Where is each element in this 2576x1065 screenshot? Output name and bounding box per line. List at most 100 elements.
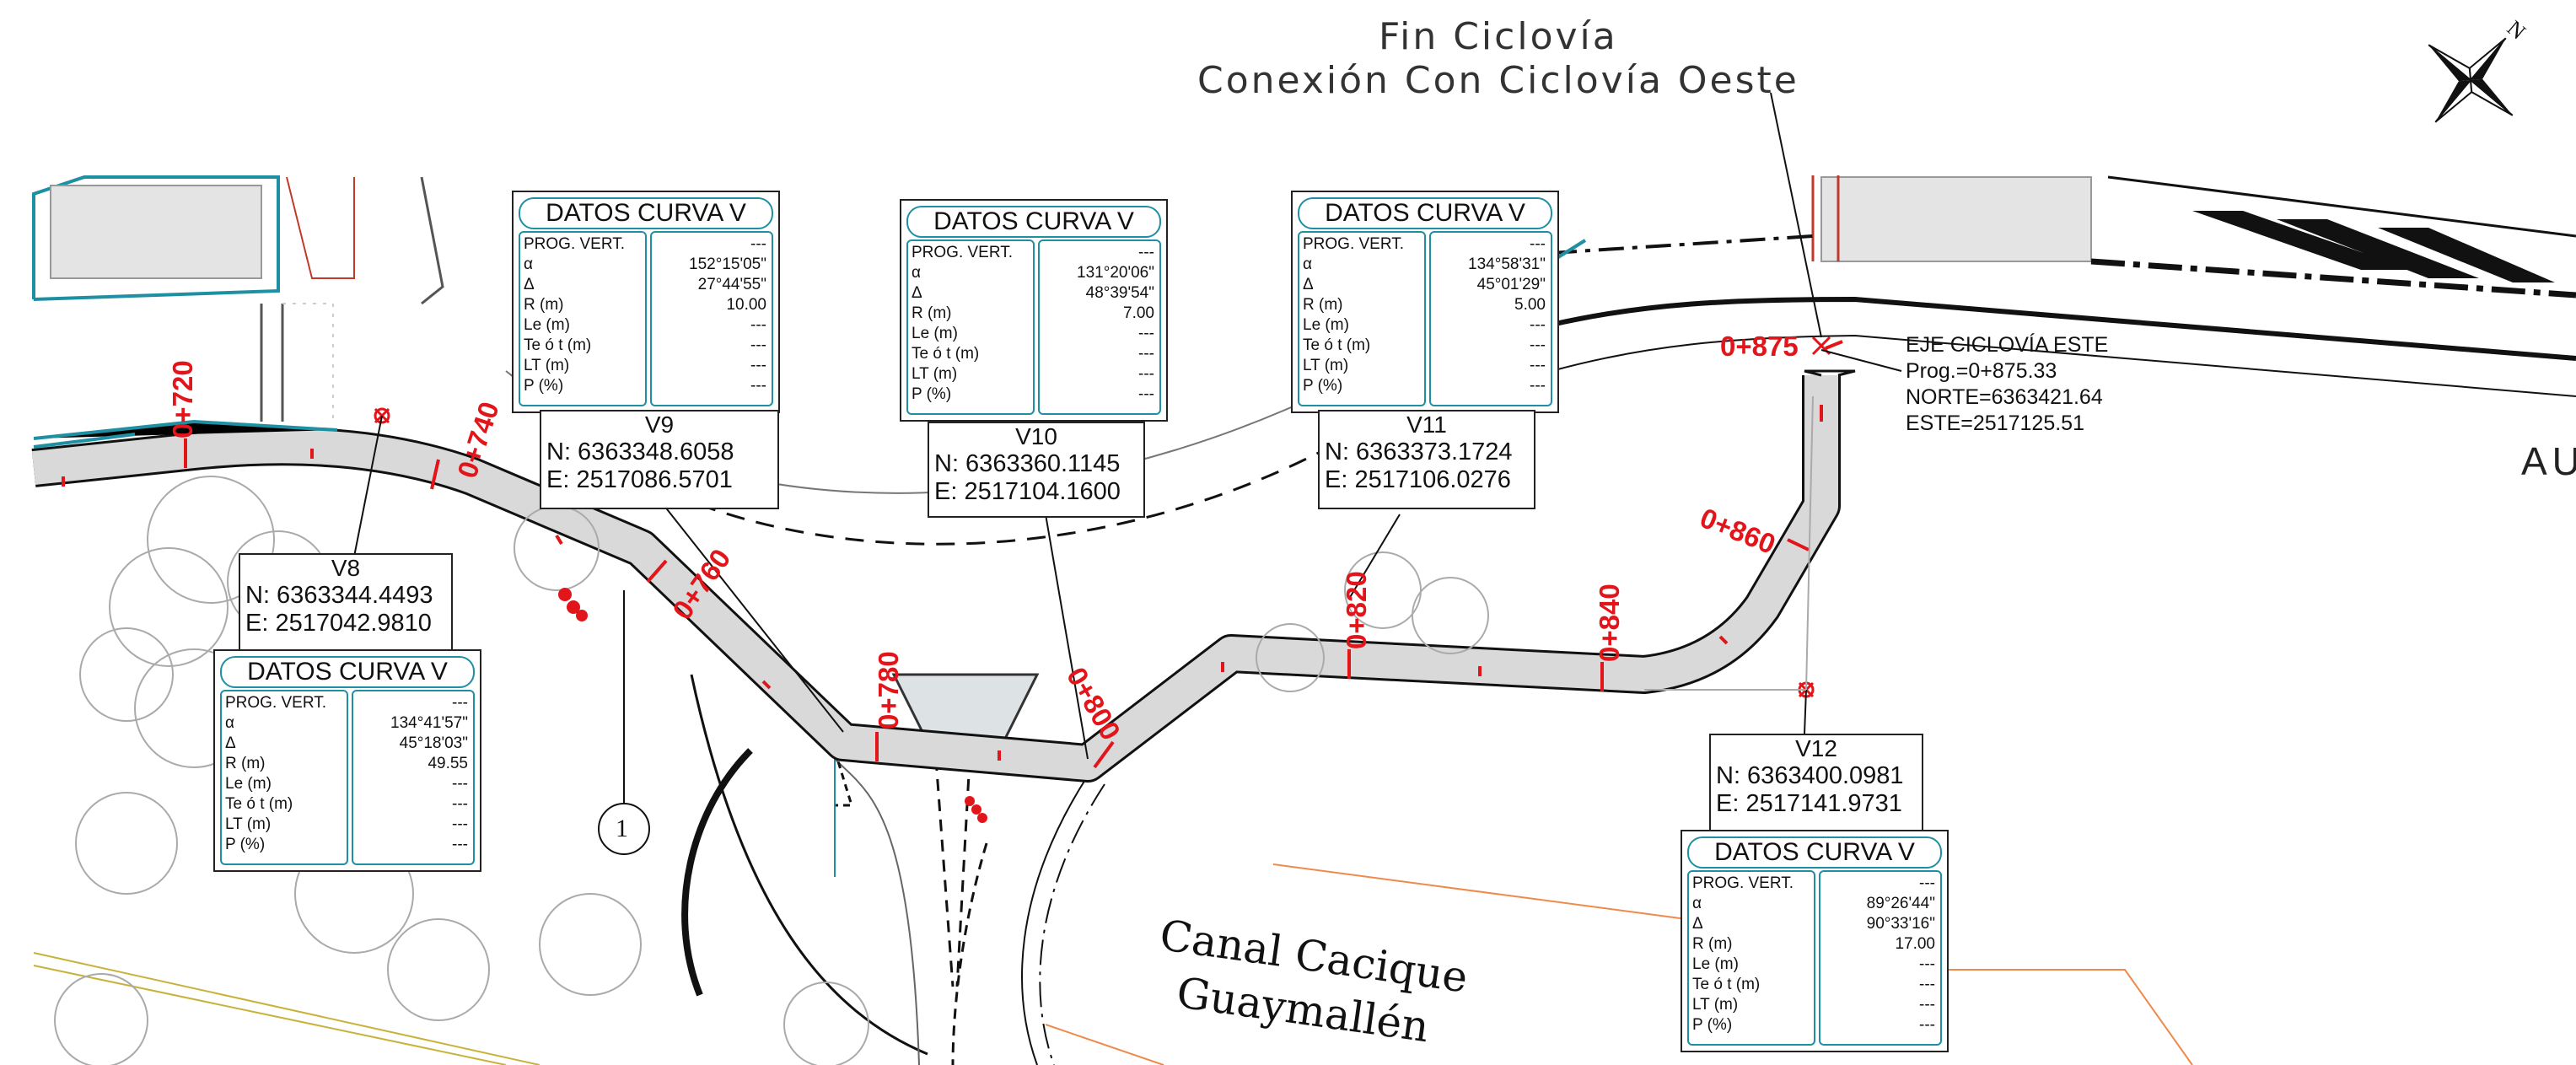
value-p: --- <box>1138 385 1154 403</box>
vertex-east: E: 2517106.0276 <box>1325 466 1511 493</box>
value-alpha: 89°26'44" <box>1866 895 1935 912</box>
value-r: 5.00 <box>1514 296 1546 314</box>
axis-este: ESTE=2517125.51 <box>1906 411 2084 435</box>
value-p: --- <box>452 836 468 853</box>
vertex-box-v8: V8 N: 6363344.4493 E: 2517042.9810 <box>239 553 453 651</box>
curve-table-values: --- 134°41'57" 45°18'03" 49.55 --- --- -… <box>352 690 475 865</box>
curve-table-v9: DATOS CURVA V PROG. VERT. α Δ R (m) Le (… <box>512 191 780 413</box>
label-le: Le (m) <box>1692 955 1739 973</box>
vertex-east: E: 2517141.9731 <box>1716 790 1902 817</box>
value-alpha: 131°20'06" <box>1077 264 1154 282</box>
end-note-line2: Conexión Con Ciclovía Oeste <box>1197 59 1799 102</box>
label-alpha: α <box>912 264 921 282</box>
label-p: P (%) <box>1692 1016 1733 1034</box>
partial-road-label: AU <box>2521 439 2576 483</box>
value-delta: 27°44'55" <box>697 276 766 293</box>
curve-table-v8: DATOS CURVA V PROG. VERT. α Δ R (m) Le (… <box>213 649 481 872</box>
station-0-840: 0+840 <box>1594 584 1625 662</box>
axis-norte: NORTE=6363421.64 <box>1906 385 2103 409</box>
station-0-780: 0+780 <box>873 651 904 729</box>
vertex-box-v10: V10 N: 6363360.1145 E: 2517104.1600 <box>928 422 1145 518</box>
curve-table-labels: PROG. VERT. α Δ R (m) Le (m) Te ó t (m) … <box>1687 870 1815 1046</box>
vertex-name: V10 <box>1015 423 1057 449</box>
value-prog-vert: --- <box>1138 244 1154 261</box>
building-top-right <box>1550 175 2576 397</box>
label-prog-vert: PROG. VERT. <box>1692 874 1794 892</box>
label-lt: LT (m) <box>1692 996 1739 1014</box>
value-lt: --- <box>1138 365 1154 383</box>
value-r: 10.00 <box>726 296 766 314</box>
curve-table-title: DATOS CURVA V <box>220 656 475 688</box>
vertex-north: N: 6363400.0981 <box>1716 762 1904 789</box>
label-p: P (%) <box>912 385 952 403</box>
label-delta: Δ <box>524 276 535 293</box>
label-le: Le (m) <box>1303 316 1349 334</box>
label-alpha: α <box>1692 895 1702 912</box>
value-p: --- <box>1530 377 1546 395</box>
red-symbols <box>558 588 987 823</box>
vertex-name: V12 <box>1795 735 1837 761</box>
axis-title: EJE CICLOVÍA ESTE <box>1906 333 2109 357</box>
curve-table-v11: DATOS CURVA V PROG. VERT. α Δ R (m) Le (… <box>1291 191 1559 413</box>
label-lt: LT (m) <box>1303 357 1349 374</box>
curve-table-title: DATOS CURVA V <box>906 206 1161 238</box>
value-p: --- <box>750 377 766 395</box>
label-delta: Δ <box>1692 915 1703 933</box>
north-arrow-icon: N <box>2428 15 2530 123</box>
label-delta: Δ <box>912 284 922 302</box>
label-r: R (m) <box>225 755 266 772</box>
value-le: --- <box>1530 316 1546 334</box>
curve-table-title: DATOS CURVA V <box>1298 197 1552 229</box>
curve-table-v12: DATOS CURVA V PROG. VERT. α Δ R (m) Le (… <box>1681 830 1949 1052</box>
label-te: Te ó t (m) <box>524 336 592 354</box>
label-prog-vert: PROG. VERT. <box>225 694 327 712</box>
label-p: P (%) <box>524 377 564 395</box>
axis-prog: Prog.=0+875.33 <box>1906 359 2057 383</box>
vertex-north: N: 6363344.4493 <box>245 582 433 609</box>
value-delta: 48°39'54" <box>1085 284 1154 302</box>
vertex-name: V9 <box>644 411 675 438</box>
station-0-720: 0+720 <box>167 360 198 438</box>
label-le: Le (m) <box>912 325 958 342</box>
value-delta: 45°01'29" <box>1476 276 1546 293</box>
curve-table-labels: PROG. VERT. α Δ R (m) Le (m) Te ó t (m) … <box>1298 231 1426 406</box>
curve-table-title: DATOS CURVA V <box>519 197 773 229</box>
label-alpha: α <box>225 714 234 732</box>
vertex-box-v9: V9 N: 6363348.6058 E: 2517086.5701 <box>540 410 779 509</box>
value-r: 7.00 <box>1123 304 1154 322</box>
value-alpha: 152°15'05" <box>689 255 766 273</box>
value-te: --- <box>1919 976 1935 993</box>
vertex-tie-lines <box>1644 395 1814 691</box>
value-alpha: 134°58'31" <box>1468 255 1546 273</box>
value-prog-vert: --- <box>1919 874 1935 892</box>
curve-table-title: DATOS CURVA V <box>1687 836 1942 869</box>
reference-lines <box>1045 863 2193 1065</box>
label-prog-vert: PROG. VERT. <box>524 235 626 253</box>
value-te: --- <box>452 795 468 813</box>
label-prog-vert: PROG. VERT. <box>1303 235 1405 253</box>
curve-table-labels: PROG. VERT. α Δ R (m) Le (m) Te ó t (m) … <box>220 690 348 865</box>
label-lt: LT (m) <box>524 357 570 374</box>
curve-table-values: --- 152°15'05" 27°44'55" 10.00 --- --- -… <box>650 231 773 406</box>
curve-table-values: --- 89°26'44" 90°33'16" 17.00 --- --- --… <box>1819 870 1942 1046</box>
label-p: P (%) <box>225 836 266 853</box>
label-p: P (%) <box>1303 377 1343 395</box>
label-le: Le (m) <box>225 775 272 793</box>
building-top-left <box>32 175 444 422</box>
vertex-name: V11 <box>1406 411 1447 438</box>
property-lines <box>33 952 540 1065</box>
value-le: --- <box>452 775 468 793</box>
label-te: Te ó t (m) <box>225 795 293 813</box>
value-te: --- <box>1138 345 1154 363</box>
curve-table-v10: DATOS CURVA V PROG. VERT. α Δ R (m) Le (… <box>900 199 1168 422</box>
value-p: --- <box>1919 1016 1935 1034</box>
curve-table-values: --- 131°20'06" 48°39'54" 7.00 --- --- --… <box>1038 239 1161 415</box>
detail-marker-label: 1 <box>616 815 628 842</box>
value-le: --- <box>750 316 766 334</box>
label-alpha: α <box>1303 255 1312 273</box>
label-lt: LT (m) <box>225 815 272 833</box>
leader-lines <box>353 92 1902 810</box>
value-delta: 45°18'03" <box>399 734 468 752</box>
